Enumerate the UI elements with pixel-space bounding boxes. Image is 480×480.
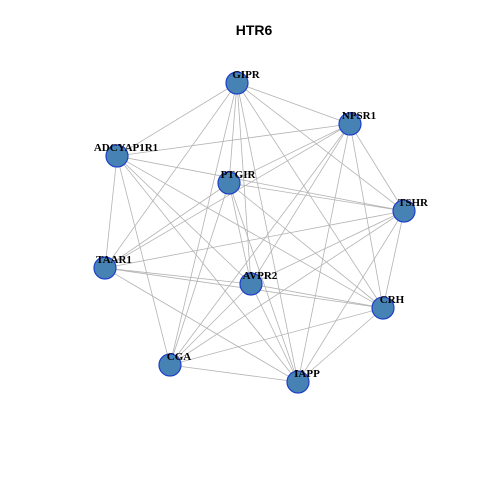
node-label: ADCYAP1R1 bbox=[94, 142, 158, 154]
edge-tshr-crh bbox=[382, 210, 405, 309]
edge-adcyap1r1-tshr bbox=[116, 155, 405, 212]
edge-gipr-tshr bbox=[236, 82, 405, 212]
edge-adcyap1r1-taar1 bbox=[104, 155, 118, 269]
node-circle[interactable] bbox=[371, 296, 395, 320]
edge-layer bbox=[104, 82, 405, 383]
edge-gipr-cga bbox=[169, 82, 238, 366]
node-circle[interactable] bbox=[286, 370, 310, 394]
edge-npsr1-tshr bbox=[349, 123, 405, 212]
edge-npsr1-taar1 bbox=[104, 123, 351, 269]
edge-ptgir-taar1 bbox=[104, 182, 230, 269]
edge-npsr1-cga bbox=[169, 123, 351, 366]
edge-gipr-iapp bbox=[236, 82, 299, 383]
edge-npsr1-avpr2 bbox=[250, 123, 351, 285]
node-crh[interactable]: CRH bbox=[371, 294, 405, 320]
node-label: NPSR1 bbox=[342, 110, 376, 122]
node-npsr1[interactable]: NPSR1 bbox=[338, 110, 376, 136]
edge-avpr2-iapp bbox=[250, 283, 299, 383]
edge-tshr-cga bbox=[169, 210, 405, 366]
edge-ptgir-iapp bbox=[228, 182, 299, 383]
edge-ptgir-tshr bbox=[228, 182, 405, 212]
node-label: GIPR bbox=[232, 69, 261, 81]
node-label: CRH bbox=[380, 294, 405, 306]
edge-ptgir-crh bbox=[228, 182, 384, 309]
edge-crh-cga bbox=[169, 307, 384, 366]
node-circle[interactable] bbox=[392, 199, 416, 223]
edge-taar1-avpr2 bbox=[104, 267, 252, 285]
edge-gipr-npsr1 bbox=[236, 82, 351, 125]
node-label: PTGIR bbox=[221, 169, 257, 181]
edge-avpr2-cga bbox=[169, 283, 252, 366]
edge-adcyap1r1-avpr2 bbox=[116, 155, 252, 285]
edge-npsr1-adcyap1r1 bbox=[116, 123, 351, 157]
edge-gipr-ptgir bbox=[228, 82, 238, 184]
edge-tshr-avpr2 bbox=[250, 210, 405, 285]
node-ptgir[interactable]: PTGIR bbox=[217, 169, 257, 195]
edge-npsr1-iapp bbox=[297, 123, 351, 383]
node-taar1[interactable]: TAAR1 bbox=[93, 254, 132, 280]
edge-tshr-iapp bbox=[297, 210, 405, 383]
edge-avpr2-crh bbox=[250, 283, 384, 309]
node-label: CGA bbox=[167, 351, 192, 363]
node-avpr2[interactable]: AVPR2 bbox=[239, 270, 278, 296]
node-label: TSHR bbox=[398, 197, 429, 209]
edge-taar1-iapp bbox=[104, 267, 299, 383]
node-gipr[interactable]: GIPR bbox=[225, 69, 261, 95]
edge-ptgir-avpr2 bbox=[228, 182, 252, 285]
node-circle[interactable] bbox=[338, 112, 362, 136]
edge-adcyap1r1-crh bbox=[116, 155, 384, 309]
edge-gipr-adcyap1r1 bbox=[116, 82, 238, 157]
node-circle[interactable] bbox=[93, 256, 117, 280]
edge-crh-iapp bbox=[297, 307, 384, 383]
edge-tshr-taar1 bbox=[104, 210, 405, 269]
edge-adcyap1r1-iapp bbox=[116, 155, 299, 383]
node-label: TAAR1 bbox=[96, 254, 132, 266]
node-label: IAPP bbox=[294, 368, 320, 380]
node-label: AVPR2 bbox=[243, 270, 278, 282]
node-adcyap1r1[interactable]: ADCYAP1R1 bbox=[94, 142, 158, 168]
node-circle[interactable] bbox=[217, 171, 241, 195]
edge-npsr1-crh bbox=[349, 123, 384, 309]
node-circle[interactable] bbox=[225, 71, 249, 95]
edge-gipr-crh bbox=[236, 82, 384, 309]
edge-gipr-taar1 bbox=[104, 82, 238, 269]
node-tshr[interactable]: TSHR bbox=[392, 197, 429, 223]
node-circle[interactable] bbox=[105, 144, 129, 168]
node-circle[interactable] bbox=[158, 353, 182, 377]
node-iapp[interactable]: IAPP bbox=[286, 368, 320, 394]
node-circle[interactable] bbox=[239, 272, 263, 296]
edge-cga-iapp bbox=[169, 364, 299, 383]
diagram-title: HTR6 bbox=[236, 22, 273, 38]
edge-gipr-avpr2 bbox=[236, 82, 252, 285]
node-cga[interactable]: CGA bbox=[158, 351, 192, 377]
edge-ptgir-cga bbox=[169, 182, 230, 366]
edge-npsr1-ptgir bbox=[228, 123, 351, 184]
